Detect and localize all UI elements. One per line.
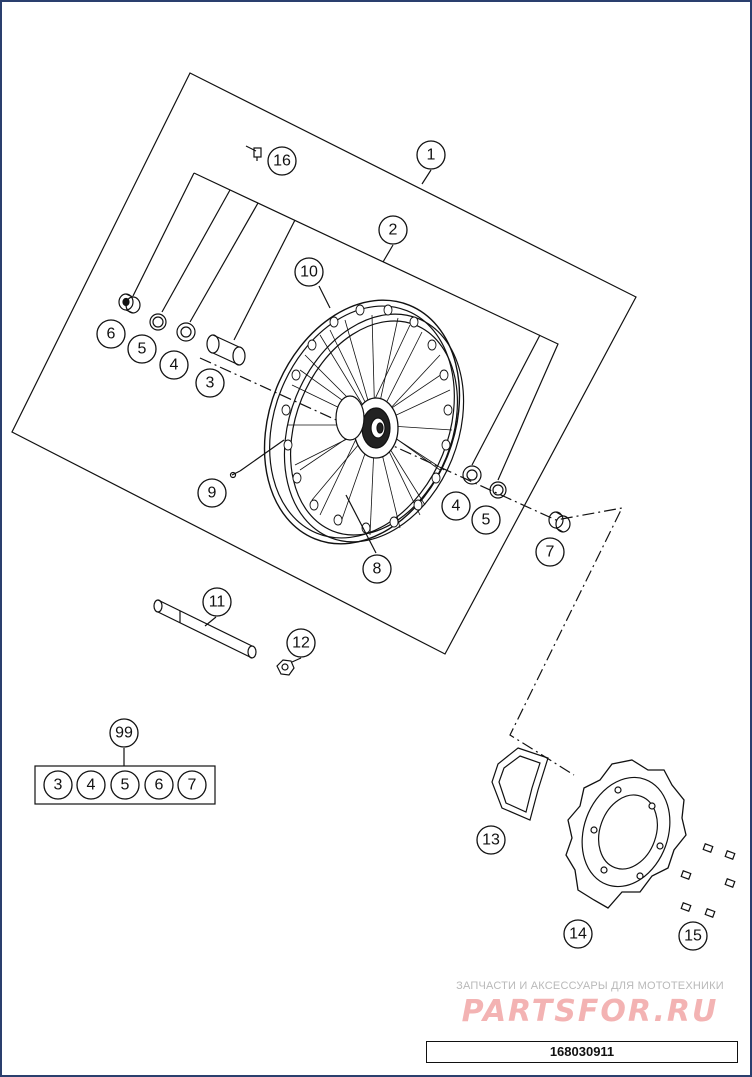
callout-circle-12 (286, 628, 316, 658)
callout-circle-99 (109, 718, 139, 748)
callout-circle-7 (535, 537, 565, 567)
callout-label-8: 8 (373, 561, 382, 578)
callout-circle-16 (267, 146, 297, 176)
drawing-number: 168030911 (426, 1041, 738, 1063)
kit-box-99 (34, 765, 216, 805)
kit-item-circle-4 (144, 770, 174, 800)
spindle-part-11 (153, 599, 257, 659)
kit-item-label: 3 (54, 777, 63, 794)
kit-item-circle-2 (76, 770, 106, 800)
nipple-part-9 (229, 439, 285, 479)
callout-label-9: 9 (208, 485, 217, 502)
callout-label-15: 15 (684, 928, 702, 945)
callout-circle-9 (197, 478, 227, 508)
callout-label-11: 11 (209, 594, 226, 611)
callout-circle-15 (678, 921, 708, 951)
callout-label-7: 7 (546, 544, 555, 561)
brake-disc-part-14 (565, 759, 687, 909)
kit-item-label: 4 (87, 777, 96, 794)
kit-item-circle-3 (110, 770, 140, 800)
callout-label-4: 4 (170, 357, 179, 374)
callout-circle-5b (471, 505, 501, 535)
bearing-part-4 (176, 322, 196, 342)
kit-item-circle-1 (43, 770, 73, 800)
callout-circle-4b (441, 491, 471, 521)
callout-label-12: 12 (292, 635, 310, 652)
callout-circle-8 (362, 554, 392, 584)
callout-label-4b: 4 (452, 498, 461, 515)
callout-circle-14 (563, 919, 593, 949)
callout-label-6: 6 (107, 326, 116, 343)
callout-circle-11 (202, 587, 232, 617)
front-wheel-part-10 (263, 299, 465, 545)
assembly-bracket-2 (193, 172, 559, 481)
callout-label-14: 14 (569, 926, 587, 943)
callout-circle-2 (378, 215, 408, 245)
callout-circle-5 (127, 334, 157, 364)
watermark-caption: ЗАПЧАСТИ И АКСЕССУАРЫ ДЛЯ МОТОТЕХНИКИ (456, 980, 724, 992)
callout-label-1: 1 (427, 147, 436, 164)
callout-label-16: 16 (273, 153, 291, 170)
callout-label-10: 10 (300, 264, 318, 281)
bearing-part-4-right (462, 465, 482, 485)
callout-label-2: 2 (389, 222, 398, 239)
kit-item-label: 6 (155, 777, 164, 794)
assembly-bracket-1 (11, 72, 637, 655)
spacer-part-6 (118, 293, 141, 314)
seal-part-5 (149, 313, 167, 331)
valve-part-16 (245, 145, 262, 161)
callout-circle-13 (476, 825, 506, 855)
callout-label-5: 5 (138, 341, 147, 358)
screws-part-15 (680, 843, 736, 918)
disc-spacer-part-13 (491, 747, 549, 821)
callout-circle-10 (294, 257, 324, 287)
callout-label-3: 3 (206, 375, 215, 392)
callout-circle-4 (159, 350, 189, 380)
spacer-part-7 (548, 511, 571, 533)
axis-line (199, 357, 624, 776)
kit-item-label: 5 (121, 777, 130, 794)
callout-circle-1 (416, 140, 446, 170)
kit-item-label: 7 (188, 777, 197, 794)
kit-item-circle-5 (177, 770, 207, 800)
callout-label-99: 99 (115, 725, 133, 742)
watermark-logo: PARTSFOR.RU (461, 994, 719, 1029)
seal-part-5-right (489, 481, 507, 499)
callout-circle-3 (195, 368, 225, 398)
nut-part-12 (276, 659, 295, 676)
sleeve-part-3 (206, 334, 246, 366)
callout-circle-6 (96, 319, 126, 349)
callout-label-13: 13 (482, 832, 500, 849)
callout-label-5b: 5 (482, 512, 491, 529)
